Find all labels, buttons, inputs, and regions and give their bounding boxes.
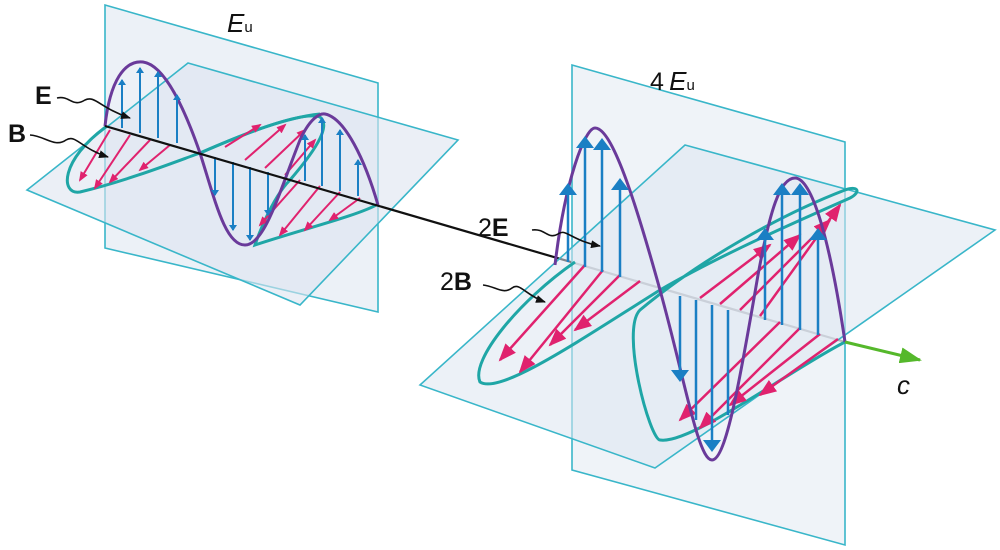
e-callout-pointer: [56, 96, 131, 119]
2b-callout-pointer: [482, 284, 546, 303]
2b-field-label: 2B: [440, 268, 472, 297]
b-callout-pointer: [29, 134, 109, 159]
energy-subscript: u: [244, 19, 253, 36]
e-field-label: E: [35, 82, 52, 110]
e-coefficient: 2: [478, 214, 492, 242]
energy-symbol: E: [669, 66, 687, 96]
2e-callout-pointer: [531, 229, 601, 249]
energy-coefficient: 4: [650, 68, 664, 96]
left-e-field: [103, 60, 380, 247]
speed-of-light-label: c: [897, 370, 910, 400]
b-symbol: B: [453, 268, 472, 296]
left-wave: [25, 3, 460, 314]
e-symbol: E: [491, 214, 509, 242]
right-e-field: [553, 126, 847, 462]
propagation-arrow: [844, 340, 922, 364]
left-horizontal-plane: [25, 62, 460, 306]
right-horizontal-plane: [418, 144, 997, 469]
left-b-field: [65, 112, 379, 248]
2e-field-label: 2E: [478, 214, 509, 243]
energy-subscript: u: [686, 77, 695, 94]
left-energy-label: Eu: [227, 8, 253, 39]
b-coefficient: 2: [440, 268, 454, 296]
right-energy-label: 4 Eu: [650, 66, 695, 97]
b-field-label: B: [8, 120, 27, 148]
energy-symbol: E: [227, 8, 245, 38]
right-wave: [418, 63, 997, 547]
